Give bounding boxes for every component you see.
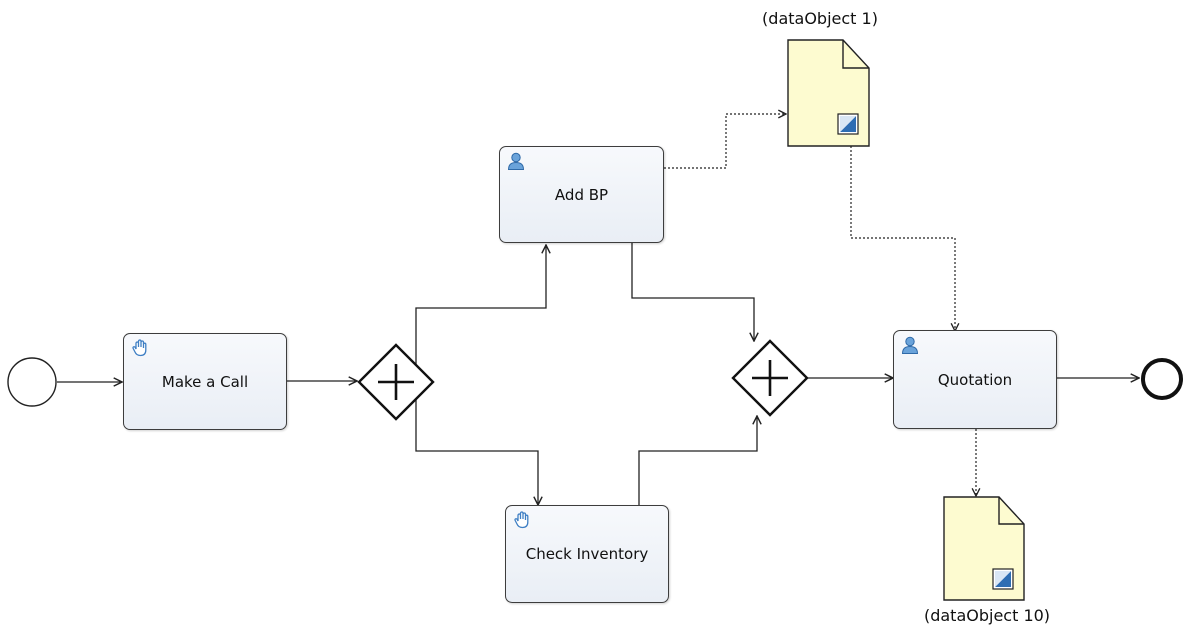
hand-icon: [514, 511, 529, 529]
task-label: Quotation: [937, 370, 1013, 389]
user-icon: [507, 152, 525, 170]
data-object-1-label: (dataObject 1): [762, 9, 878, 28]
association-add-bp-to-data1[interactable]: [664, 114, 786, 169]
hand-icon: [132, 339, 147, 357]
start-event[interactable]: [7, 357, 57, 407]
flow-add-bp-to-join[interactable]: [631, 243, 754, 341]
association-data1-to-quotation[interactable]: [850, 146, 955, 331]
task-check-inventory[interactable]: Check Inventory: [505, 505, 669, 603]
end-event[interactable]: [1141, 358, 1183, 400]
collection-marker-icon: [837, 113, 859, 135]
flow-split-to-check-inventory[interactable]: [415, 397, 538, 505]
parallel-gateway-join[interactable]: [731, 339, 809, 417]
task-add-bp[interactable]: Add BP: [499, 146, 664, 243]
task-label: Check Inventory: [525, 545, 649, 563]
user-icon: [901, 336, 919, 354]
parallel-gateway-split[interactable]: [357, 343, 435, 421]
data-object-10-label: (dataObject 10): [923, 606, 1051, 625]
flow-check-inventory-to-join[interactable]: [638, 416, 757, 505]
task-label: Add BP: [554, 185, 609, 204]
task-quotation[interactable]: Quotation: [893, 330, 1057, 429]
collection-marker-icon: [992, 568, 1014, 590]
data-object-10[interactable]: [943, 496, 1025, 601]
data-object-1[interactable]: [787, 39, 870, 147]
flow-split-to-add-bp[interactable]: [415, 245, 546, 365]
task-label: Make a Call: [161, 372, 249, 391]
task-make-a-call[interactable]: Make a Call: [123, 333, 287, 430]
